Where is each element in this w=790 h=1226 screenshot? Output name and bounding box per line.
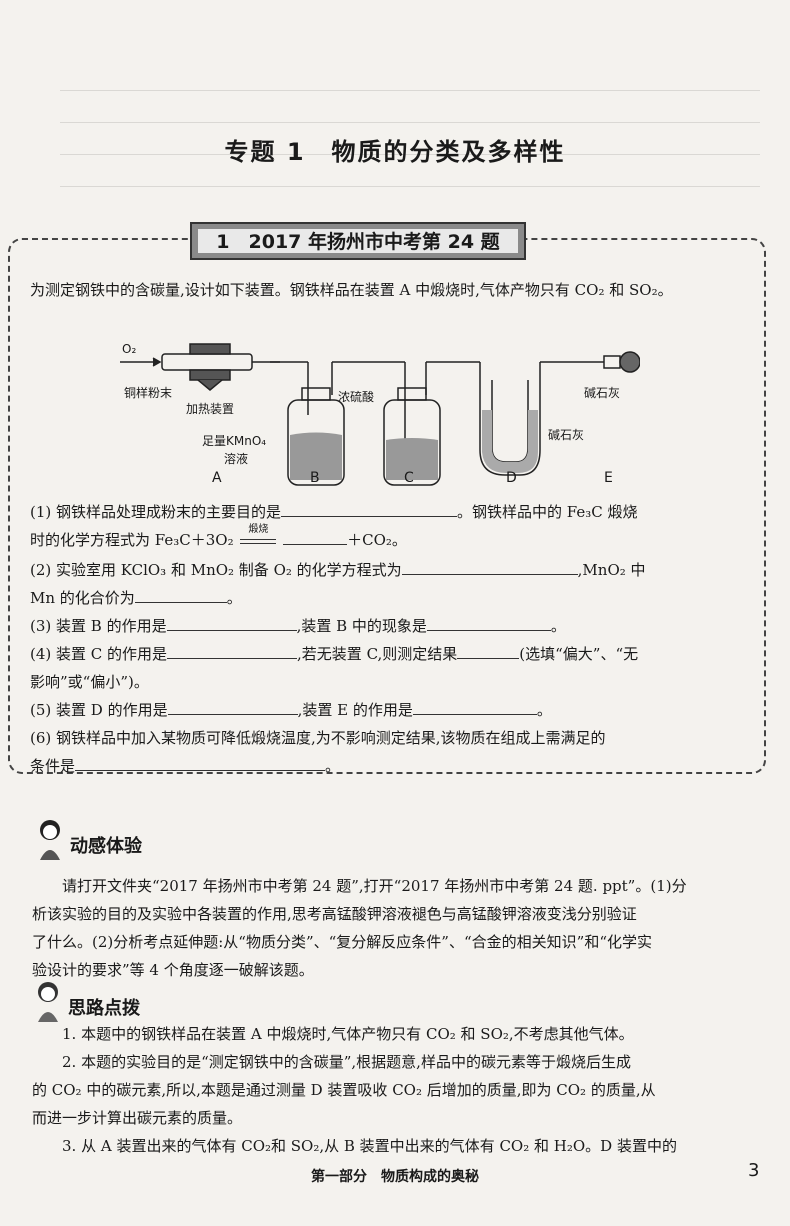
label-heater: 加热装置 [186, 402, 235, 416]
q1-blank-2[interactable] [283, 526, 348, 545]
q5-blank-2[interactable] [412, 696, 537, 715]
q4-part-c: (选填“偏大”、“无 [519, 645, 639, 663]
q6-part-b: 条件是 [30, 757, 76, 775]
hint-1: 1. 本题中的钢铁样品在装置 A 中煅烧时,气体产物只有 CO₂ 和 SO₂,不… [62, 1025, 634, 1043]
girl-avatar-icon [32, 816, 68, 860]
q4-part-b: ,若无装置 C,则测定结果 [297, 645, 458, 663]
q3-part-a: (3) 装置 B 的作用是 [30, 617, 167, 635]
label-c: C [404, 470, 414, 486]
q2-part-b: ,MnO₂ 中 [577, 561, 646, 579]
q1-part-c: 时的化学方程式为 Fe₃C＋3O₂ [30, 531, 234, 549]
problem-intro: 为测定钢铁中的含碳量,设计如下装置。钢铁样品在装置 A 中煅烧时,气体产物只有 … [30, 281, 673, 299]
question-4: (4) 装置 C 的作用是 ,若无装置 C,则测定结果 (选填“偏大”、“无 影响”… [30, 640, 742, 696]
label-kmno4: 足量KMnO₄ [202, 434, 267, 448]
dynamic-line-1: 请打开文件夹“2017 年扬州市中考第 24 题”,打开“2017 年扬州市中考… [62, 877, 687, 895]
label-e: E [604, 470, 613, 486]
q3-blank-1[interactable] [166, 612, 297, 631]
hints-body: 1. 本题中的钢铁样品在装置 A 中煅烧时,气体产物只有 CO₂ 和 SO₂,不… [32, 1020, 746, 1160]
q1-blank-1[interactable] [281, 498, 458, 517]
page-title: 专题 1 物质的分类及多样性 [224, 138, 566, 166]
q6-part-a: (6) 钢铁样品中加入某物质可降低煅烧温度,为不影响测定结果,该物质在组成上需满… [30, 729, 606, 747]
question-2: (2) 实验室用 KClO₃ 和 MnO₂ 制备 O₂ 的化学方程式为 ,MnO₂… [30, 556, 742, 612]
q1-part-a: (1) 钢铁样品处理成粉末的主要目的是 [30, 503, 282, 521]
label-b: B [310, 470, 320, 486]
question-3: (3) 装置 B 的作用是 ,装置 B 中的现象是 。 [30, 612, 742, 640]
label-sample: 铜样粉末 [124, 386, 173, 400]
q2-blank-1[interactable] [401, 556, 578, 575]
hint-2-line-2: 的 CO₂ 中的碳元素,所以,本题是通过测量 D 装置吸收 CO₂ 后增加的质量… [32, 1081, 656, 1099]
label-kmno4-solution: 溶液 [224, 452, 249, 466]
q6-part-c: 。 [325, 757, 341, 775]
label-a: A [212, 470, 222, 486]
q4-blank-1[interactable] [167, 640, 298, 659]
q3-part-c: 。 [550, 617, 566, 635]
q5-part-b: ,装置 E 的作用是 [297, 701, 413, 719]
label-lime-d: 碱石灰 [548, 428, 585, 442]
question-5: (5) 装置 D 的作用是 ,装置 E 的作用是 。 [30, 696, 742, 724]
hint-3: 3. 从 A 装置出来的气体有 CO₂和 SO₂,从 B 装置中出来的气体有 C… [62, 1137, 677, 1155]
hint-2-line-1: 2. 本题的实验目的是“测定钢铁中的含碳量”,根据题意,样品中的碳元素等于煅烧后… [62, 1053, 631, 1071]
q1-part-d: ＋CO₂。 [347, 531, 407, 549]
q3-part-b: ,装置 B 中的现象是 [296, 617, 427, 635]
label-o2: O₂ [122, 342, 137, 356]
apparatus-diagram: O₂ 铜样粉末 加热装置 足量KMnO₄ 溶液 浓硫酸 碱石灰 碱石灰 [120, 340, 641, 490]
label-lime-e: 碱石灰 [584, 386, 621, 400]
question-6: (6) 钢铁样品中加入某物质可降低煅烧温度,为不影响测定结果,该物质在组成上需满… [30, 724, 742, 780]
page-number: 3 [748, 1160, 760, 1181]
q5-blank-1[interactable] [167, 696, 298, 715]
page-footer: 第一部分 物质构成的奥秘 [311, 1169, 479, 1185]
apparatus-svg [120, 343, 641, 486]
q2-part-d: 。 [226, 589, 242, 607]
q1-condition-text: 煅烧 [248, 524, 269, 535]
q5-part-a: (5) 装置 D 的作用是 [30, 701, 168, 719]
q2-blank-2[interactable] [134, 584, 227, 603]
label-d: D [506, 470, 517, 486]
q2-part-c: Mn 的化合价为 [30, 589, 135, 607]
dynamic-line-4: 验设计的要求”等 4 个角度逐一破解该题。 [32, 961, 314, 979]
hints-title: 思路点拨 [68, 998, 140, 1019]
dynamic-line-2: 析该实验的目的及实验中各装置的作用,思考高锰酸钾溶液褪色与高锰酸钾溶液变浅分别验… [32, 905, 637, 923]
q4-part-a: (4) 装置 C 的作用是 [30, 645, 168, 663]
q6-blank[interactable] [75, 752, 326, 771]
q5-part-c: 。 [536, 701, 552, 719]
q4-blank-2[interactable] [457, 640, 520, 659]
dynamic-body: 请打开文件夹“2017 年扬州市中考第 24 题”,打开“2017 年扬州市中考… [32, 872, 746, 984]
banner-title: 1 2017 年扬州市中考第 24 题 [198, 229, 518, 253]
q1-condition: 煅烧 [238, 524, 278, 554]
dynamic-line-3: 了什么。(2)分析考点延伸题:从“物质分类”、“复分解反应条件”、“合金的相关知… [32, 933, 652, 951]
q4-part-d: 影响”或“偏小”)。 [30, 673, 149, 691]
q2-part-a: (2) 实验室用 KClO₃ 和 MnO₂ 制备 O₂ 的化学方程式为 [30, 561, 402, 579]
q3-blank-2[interactable] [426, 612, 551, 631]
q1-part-b: 。钢铁样品中的 Fe₃C 煅烧 [457, 503, 638, 521]
hint-2-line-3: 而进一步计算出碳元素的质量。 [32, 1109, 243, 1127]
label-acid: 浓硫酸 [338, 390, 375, 404]
question-1: (1) 钢铁样品处理成粉末的主要目的是 。钢铁样品中的 Fe₃C 煅烧 时的化学方… [30, 498, 742, 554]
boy-avatar-icon [30, 978, 66, 1022]
dynamic-title: 动感体验 [70, 836, 142, 857]
problem-banner: 1 2017 年扬州市中考第 24 题 [190, 222, 526, 260]
